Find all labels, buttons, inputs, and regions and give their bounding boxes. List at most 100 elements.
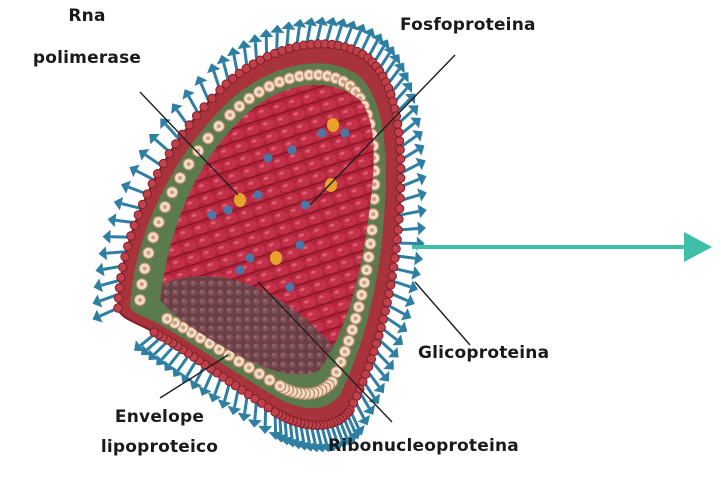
label-rna-polimerase: Rna polimerase <box>28 6 146 68</box>
lipid-bead-core <box>237 359 241 363</box>
phosphoprotein-dot <box>286 283 295 292</box>
lipid-bead-core <box>347 339 351 343</box>
glycoprotein-spike-head <box>303 17 317 26</box>
envelope-bead <box>185 121 193 129</box>
glycoprotein-spike-head <box>108 213 117 227</box>
label-envelope-line2: lipoproteico <box>92 437 227 457</box>
glycoprotein-spike <box>136 171 154 180</box>
lipid-bead-core <box>360 293 364 297</box>
envelope-bead <box>117 273 125 281</box>
lipid-bead-core <box>170 190 174 194</box>
envelope-bead <box>397 174 405 182</box>
lipid-bead-core <box>165 317 169 321</box>
envelope-bead <box>395 215 403 223</box>
envelope-bead <box>134 211 142 219</box>
envelope-bead <box>381 307 389 315</box>
envelope-bead <box>121 253 129 261</box>
envelope-bead <box>114 304 122 312</box>
lipid-bead-core <box>350 328 354 332</box>
envelope-bead <box>124 242 132 250</box>
envelope-bead <box>115 284 123 292</box>
lipid-bead-core <box>325 74 329 78</box>
glycoprotein-spike-head <box>270 25 284 33</box>
envelope-bead <box>385 290 393 298</box>
label-rna-line1: Rna <box>28 6 146 26</box>
envelope-bead <box>395 137 403 145</box>
envelope-bead <box>394 226 402 234</box>
lipid-bead-core <box>370 228 374 232</box>
label-fosfoproteina: Fosfoproteina <box>400 15 536 35</box>
lipid-bead-core <box>341 80 345 84</box>
envelope-bead <box>396 146 404 154</box>
envelope-bead <box>393 120 401 128</box>
envelope-bead <box>148 180 156 188</box>
glycoprotein-spike-head <box>394 63 405 74</box>
phosphoprotein-dot <box>318 129 327 138</box>
envelope-bead <box>208 94 216 102</box>
label-envelope-lipoproteico: Envelope lipoproteico <box>92 407 227 457</box>
rna-polymerase-dot <box>325 178 337 192</box>
glycoprotein-spike-head <box>248 34 262 42</box>
glycoprotein-spike-head <box>417 221 426 235</box>
lipid-bead-core <box>357 305 361 309</box>
rna-polymerase-dot <box>327 118 339 132</box>
envelope-bead <box>395 204 403 212</box>
glycoprotein-spike-head <box>102 230 110 244</box>
label-ribonucleoproteina: Ribonucleoproteina <box>328 436 519 456</box>
lipid-bead-core <box>138 298 142 302</box>
lipid-bead-core <box>143 267 147 271</box>
lipid-bead-core <box>334 76 338 80</box>
glycoprotein-spike <box>189 96 199 113</box>
lipid-bead-core <box>268 378 272 382</box>
lipid-bead-core <box>157 220 161 224</box>
lipid-bead-core <box>307 73 311 77</box>
phosphoprotein-dot <box>208 211 217 220</box>
lipid-bead-core <box>297 74 301 78</box>
lipid-bead-core <box>151 235 155 239</box>
envelope-bead <box>159 159 167 167</box>
envelope-bead <box>391 104 399 112</box>
label-rna-line2: polimerase <box>28 48 146 68</box>
envelope-bead <box>391 254 399 262</box>
lipid-bead-core <box>278 384 282 388</box>
phosphoprotein-dot <box>246 254 255 263</box>
lipid-bead-core <box>288 77 292 81</box>
envelope-bead <box>396 155 404 163</box>
envelope-bead <box>372 339 380 347</box>
lipid-bead-core <box>208 341 212 345</box>
phosphoprotein-dot <box>264 154 273 163</box>
envelope-bead <box>377 323 385 331</box>
lipid-bead-core <box>217 124 221 128</box>
lipid-bead-core <box>339 360 343 364</box>
envelope-bead <box>396 184 404 192</box>
glycoprotein-spike-head <box>374 382 385 393</box>
phosphoprotein-dot <box>301 201 310 210</box>
lipid-bead-core <box>206 136 210 140</box>
envelope-bead <box>130 221 138 229</box>
lipid-bead-core <box>362 281 366 285</box>
pointer-arrow <box>412 232 712 262</box>
lipid-bead-core <box>187 162 191 166</box>
lipid-bead-core <box>228 113 232 117</box>
lipid-bead-core <box>365 268 369 272</box>
lipid-bead-core <box>277 80 281 84</box>
lipid-bead-core <box>316 73 320 77</box>
lipid-bead-core <box>371 212 375 216</box>
envelope-bead <box>172 140 180 148</box>
phosphoprotein-dot <box>236 266 245 275</box>
lipid-bead-core <box>247 366 251 370</box>
lipid-bead-core <box>247 97 251 101</box>
lipid-bead-core <box>146 251 150 255</box>
envelope-bead <box>375 331 383 339</box>
lipid-bead-core <box>257 90 261 94</box>
glycoprotein-spike-head <box>414 251 423 265</box>
lipid-bead-core <box>217 347 221 351</box>
envelope-bead <box>192 112 200 120</box>
rna-polymerase-dot <box>270 251 282 265</box>
lipid-bead-core <box>173 321 177 325</box>
leader-line-glicoproteina <box>415 282 470 345</box>
envelope-bead <box>383 298 391 306</box>
phosphoprotein-dot <box>254 191 263 200</box>
envelope-bead <box>114 294 122 302</box>
lipid-bead-core <box>181 326 185 330</box>
